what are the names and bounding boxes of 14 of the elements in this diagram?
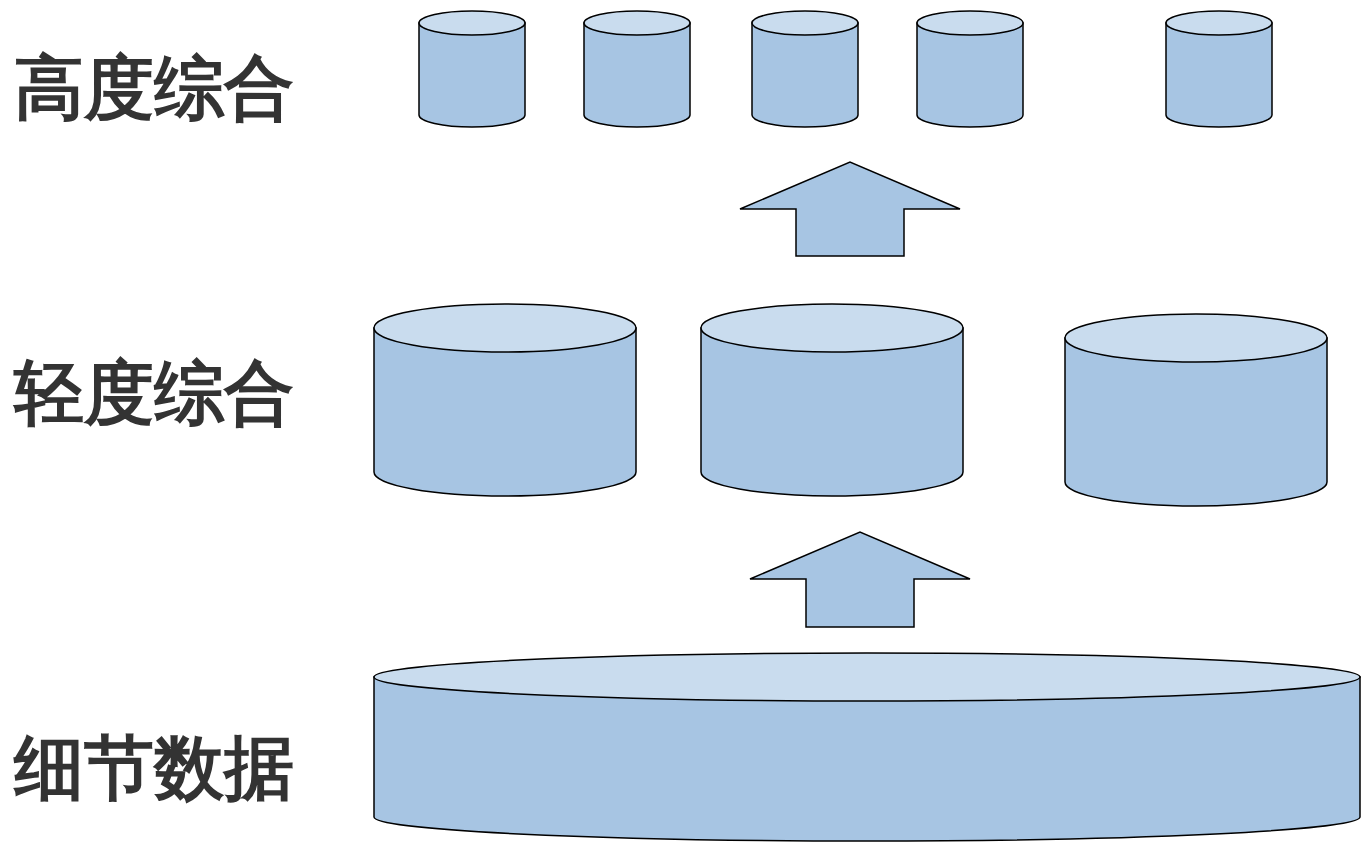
database-cylinder bbox=[373, 303, 637, 497]
database-cylinder bbox=[373, 652, 1361, 842]
database-cylinder bbox=[916, 10, 1024, 128]
block-arrow bbox=[749, 531, 971, 628]
tier-label: 轻度综合 bbox=[14, 353, 294, 433]
database-cylinder bbox=[700, 303, 964, 497]
tier-label: 细节数据 bbox=[14, 728, 294, 808]
database-cylinder bbox=[1064, 313, 1328, 507]
database-cylinder bbox=[751, 10, 859, 128]
block-arrow bbox=[739, 161, 961, 257]
database-cylinder bbox=[583, 10, 691, 128]
database-cylinder bbox=[1165, 10, 1273, 128]
tier-label: 高度综合 bbox=[14, 48, 294, 128]
database-cylinder bbox=[418, 10, 526, 128]
